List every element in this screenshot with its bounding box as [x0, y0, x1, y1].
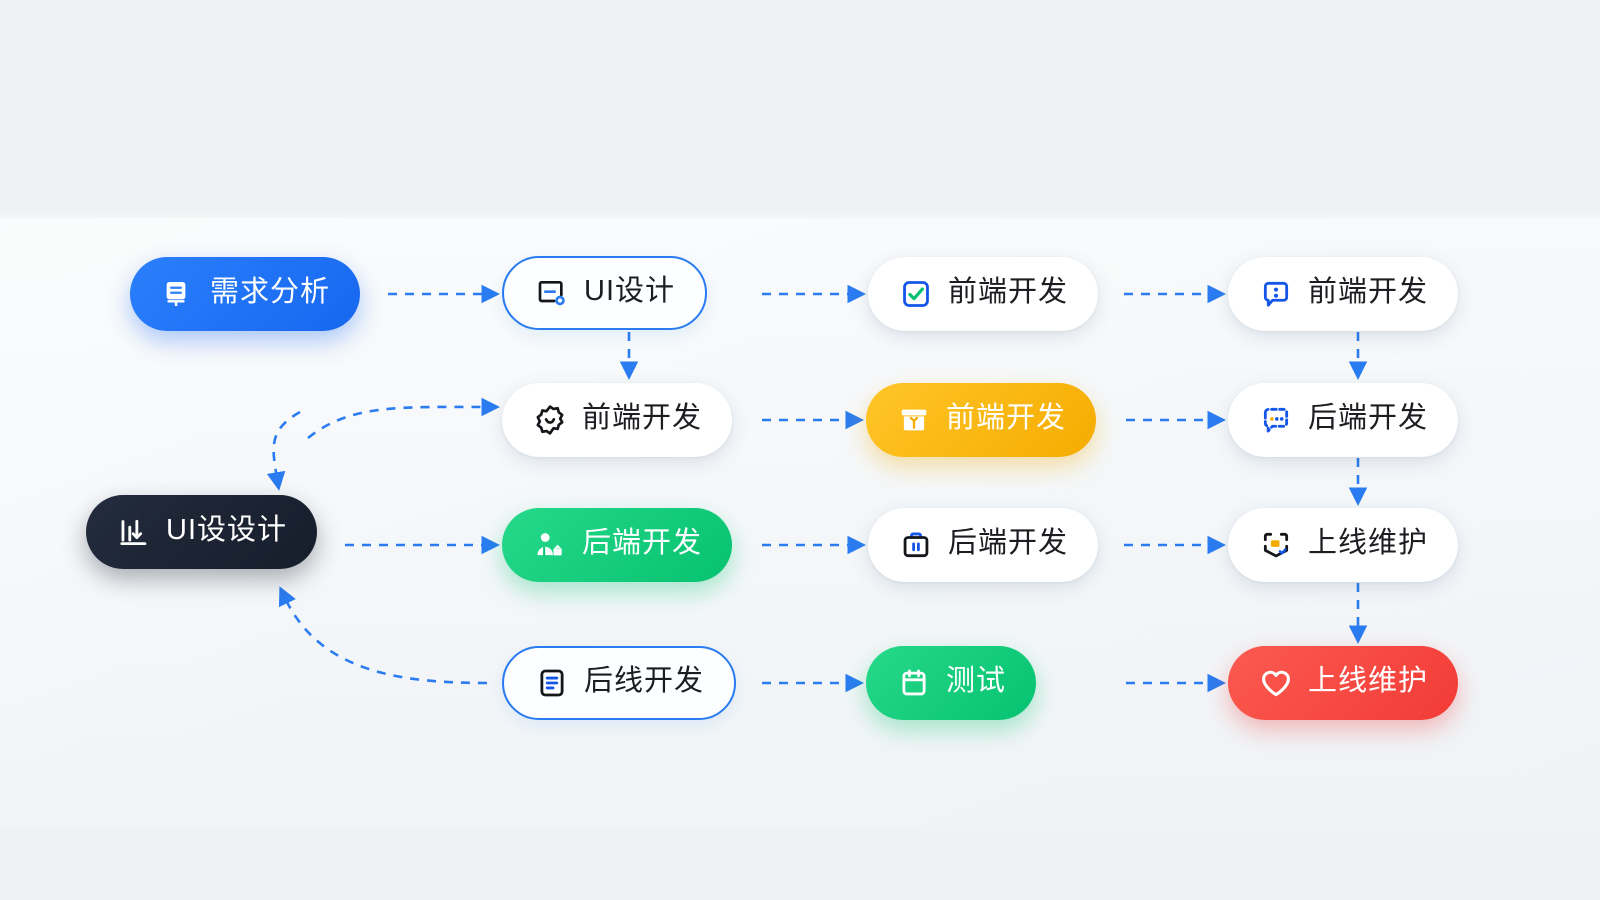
node-backline-dev[interactable]: 后线开发	[502, 646, 737, 720]
node-testing[interactable]: 测试	[866, 646, 1037, 720]
node-backend-dev-1[interactable]: 后端开发	[1228, 383, 1459, 457]
node-label: 后端开发	[582, 527, 703, 559]
node-ui-design[interactable]: UI设计	[502, 256, 708, 330]
node-label: 后端开发	[948, 527, 1069, 559]
node-label: 前端开发	[948, 276, 1069, 308]
node-launch-maintenance-2[interactable]: 上线维护	[1228, 646, 1459, 720]
edge-n8-n5	[307, 397, 500, 440]
node-label: 上线维护	[1308, 527, 1429, 559]
document-lines-icon	[160, 276, 196, 312]
calendar-icon	[896, 665, 932, 701]
node-frontend-dev-4[interactable]: 前端开发	[866, 383, 1097, 457]
node-backend-dev-3[interactable]: 后端开发	[868, 508, 1099, 582]
node-label: UI设设计	[166, 514, 288, 546]
gift-box-icon	[896, 402, 932, 438]
node-frontend-dev-1[interactable]: 前端开发	[868, 257, 1099, 331]
chat-bubble-dots-icon	[1258, 402, 1294, 438]
node-backend-dev-2[interactable]: 后端开发	[502, 508, 733, 582]
node-label: 需求分析	[210, 276, 331, 308]
frame-minus-icon	[534, 275, 570, 311]
node-frontend-dev-2[interactable]: 前端开发	[1228, 257, 1459, 331]
node-label: 前端开发	[582, 402, 703, 434]
briefcase-icon	[898, 527, 934, 563]
chart-arrow-icon	[116, 514, 152, 550]
node-label: 前端开发	[946, 402, 1067, 434]
node-ui-design-dark[interactable]: UI设设计	[86, 495, 318, 569]
user-upload-icon	[532, 527, 568, 563]
gear-smile-icon	[532, 402, 568, 438]
bookmark-tag-icon	[1258, 527, 1294, 563]
chat-dots-icon	[1258, 276, 1294, 312]
node-frontend-dev-3[interactable]: 前端开发	[502, 383, 733, 457]
node-requirement-analysis[interactable]: 需求分析	[130, 257, 361, 331]
edge-n12-n8	[278, 586, 488, 685]
node-label: 上线维护	[1308, 665, 1429, 697]
node-label: 测试	[946, 665, 1007, 697]
node-label: UI设计	[584, 275, 676, 307]
node-label: 后端开发	[1308, 402, 1429, 434]
heart-icon	[1258, 665, 1294, 701]
checkbox-check-icon	[898, 276, 934, 312]
node-launch-maintenance-1[interactable]: 上线维护	[1228, 508, 1459, 582]
node-label: 前端开发	[1308, 276, 1429, 308]
edge-n5-n8	[266, 410, 301, 491]
node-label: 后线开发	[584, 665, 705, 697]
file-text-icon	[534, 665, 570, 701]
